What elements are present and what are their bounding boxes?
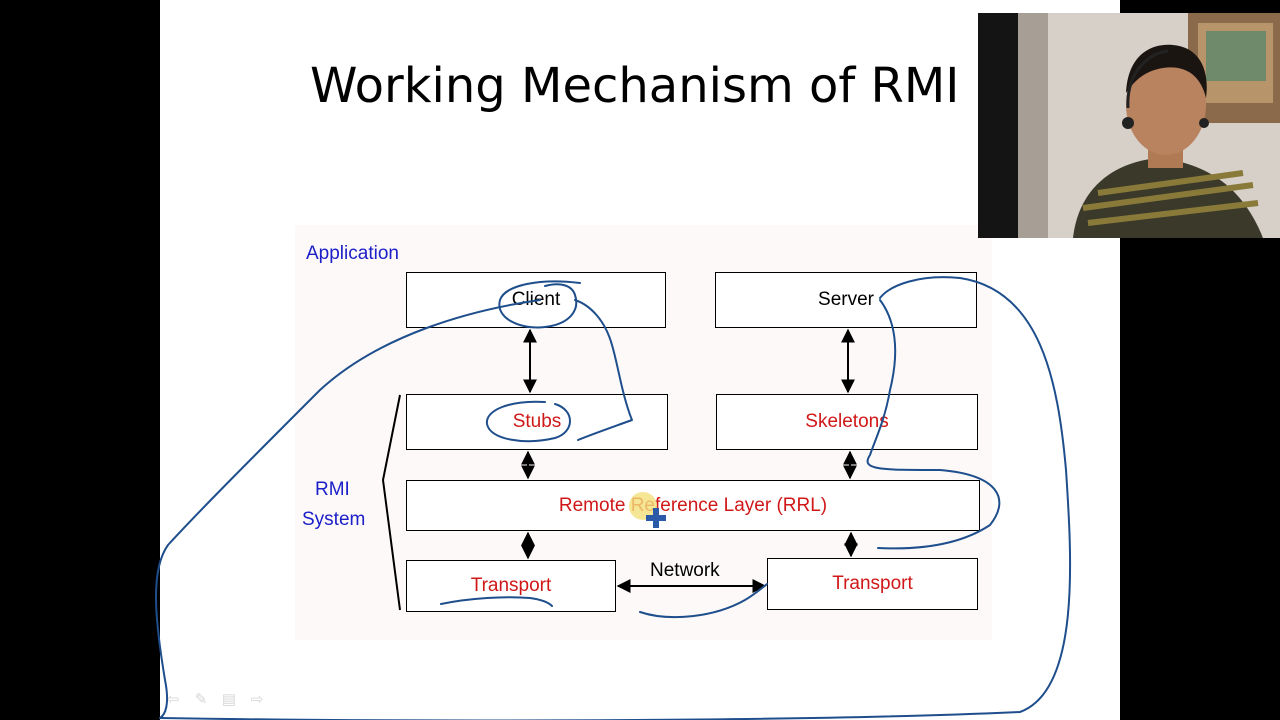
slide-canvas: Working Mechanism of RMI Application Cli… [160, 0, 1120, 720]
slides-icon[interactable]: ▤ [221, 691, 237, 708]
slide-title: Working Mechanism of RMI [310, 58, 960, 114]
diagram-connectors [381, 328, 858, 611]
forward-arrow-icon[interactable]: ⇨ [250, 691, 264, 708]
presenter-video-icon [978, 13, 1280, 238]
slide-show-controls: ⇦ ✎ ▤ ⇨ [164, 690, 266, 708]
rmi-system-bracket [381, 394, 401, 611]
pen-icon[interactable]: ✎ [194, 691, 208, 708]
rmi-diagram: Application Client Server Stubs Skeleton… [295, 225, 992, 640]
application-label: Application [306, 243, 399, 264]
presenter-webcam [978, 13, 1280, 238]
back-arrow-icon[interactable]: ⇦ [166, 691, 180, 708]
